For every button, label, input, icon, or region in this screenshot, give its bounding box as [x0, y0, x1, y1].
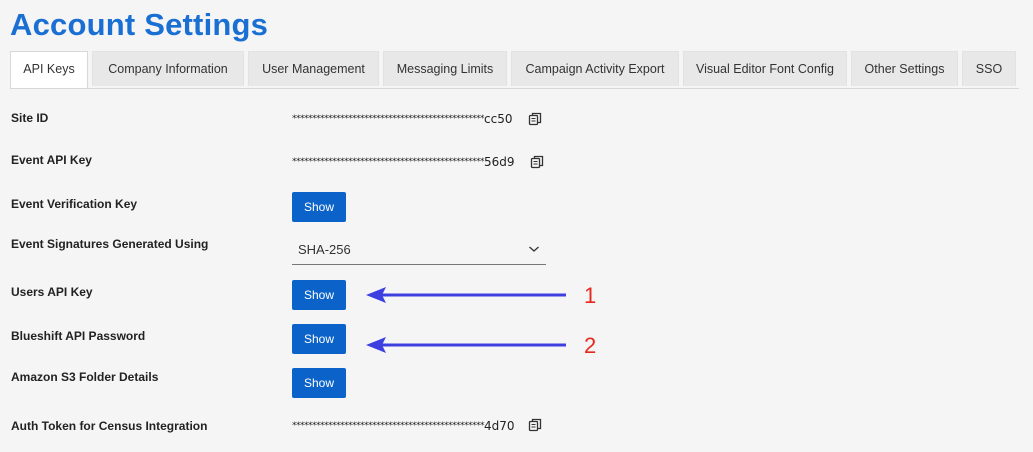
event-signatures-label: Event Signatures Generated Using — [11, 237, 209, 251]
amazon-s3-label: Amazon S3 Folder Details — [11, 370, 159, 384]
site-id-suffix: cc50 — [484, 112, 513, 126]
settings-tabs: API Keys Company Information User Manage… — [10, 51, 1016, 89]
users-api-key-label: Users API Key — [11, 285, 93, 299]
amazon-s3-show-button[interactable]: Show — [292, 368, 346, 398]
tab-sso[interactable]: SSO — [962, 51, 1016, 86]
page-title: Account Settings — [10, 7, 269, 42]
event-api-key-label: Event API Key — [11, 153, 92, 167]
event-signatures-value: SHA-256 — [298, 242, 351, 257]
site-id-value: ****************************************… — [292, 112, 512, 126]
copy-icon[interactable] — [528, 112, 542, 126]
arrow-left-icon — [366, 337, 566, 353]
tab-user-management[interactable]: User Management — [248, 51, 379, 86]
event-signatures-select[interactable]: SHA-256 — [292, 235, 546, 265]
tab-other-settings[interactable]: Other Settings — [851, 51, 958, 86]
arrow-left-icon — [366, 287, 566, 303]
annotation-1: 1 — [584, 283, 597, 308]
copy-icon[interactable] — [528, 418, 542, 432]
tab-api-keys[interactable]: API Keys — [10, 51, 88, 89]
copy-icon[interactable] — [530, 155, 544, 169]
blueshift-api-password-label: Blueshift API Password — [11, 329, 146, 343]
site-id-mask: ****************************************… — [292, 114, 485, 124]
chevron-down-icon — [529, 246, 539, 252]
event-api-key-suffix: 56d9 — [484, 155, 515, 169]
event-api-key-value: ****************************************… — [292, 155, 515, 169]
tab-visual-editor-font-config[interactable]: Visual Editor Font Config — [683, 51, 847, 86]
users-api-key-show-button[interactable]: Show — [292, 280, 346, 310]
blueshift-api-password-show-button[interactable]: Show — [292, 324, 346, 354]
annotation-2: 2 — [584, 333, 597, 358]
tab-campaign-activity-export[interactable]: Campaign Activity Export — [511, 51, 679, 86]
event-verification-key-show-button[interactable]: Show — [292, 192, 346, 222]
tab-company-information[interactable]: Company Information — [92, 51, 244, 86]
auth-token-value: ****************************************… — [292, 419, 515, 433]
event-verification-key-label: Event Verification Key — [11, 197, 138, 211]
site-id-label: Site ID — [11, 111, 49, 125]
event-api-key-mask: ****************************************… — [292, 157, 485, 167]
auth-token-label: Auth Token for Census Integration — [11, 419, 208, 433]
tab-messaging-limits[interactable]: Messaging Limits — [383, 51, 507, 86]
auth-token-suffix: 4d70 — [484, 419, 515, 433]
auth-token-mask: ****************************************… — [292, 421, 485, 431]
tabs-divider — [10, 88, 1019, 89]
